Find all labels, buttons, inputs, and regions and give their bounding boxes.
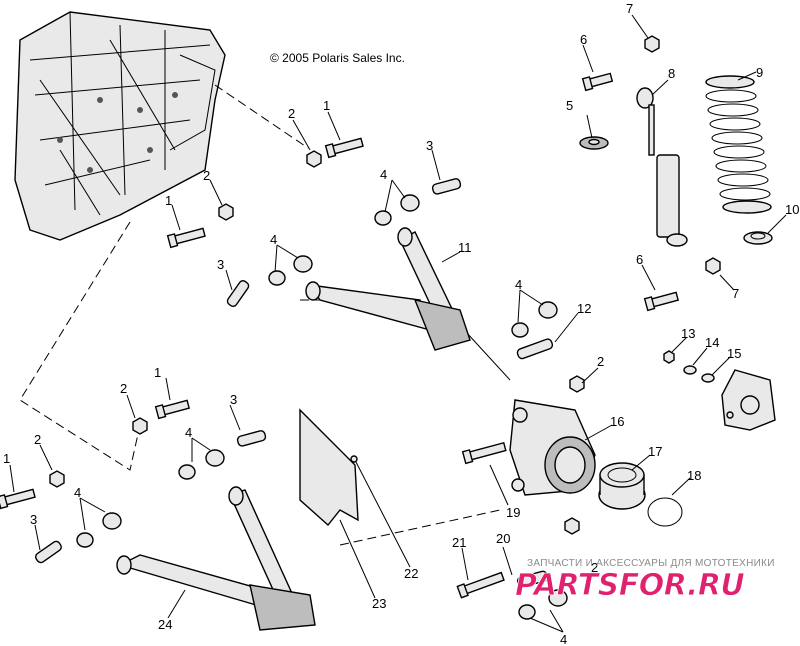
- skid-plate: [299, 408, 359, 527]
- callout-1: 1: [154, 365, 161, 380]
- callout-23: 23: [372, 596, 386, 611]
- callout-10: 10: [785, 202, 799, 217]
- snap-ring: [647, 497, 683, 527]
- callout-2: 2: [591, 560, 598, 575]
- sleeves: [35, 178, 554, 588]
- callout-1: 1: [3, 451, 10, 466]
- bolts: [0, 72, 680, 599]
- callout-2: 2: [34, 432, 41, 447]
- callout-13: 13: [681, 326, 695, 341]
- coil-spring: [705, 75, 772, 214]
- callout-1: 1: [323, 98, 330, 113]
- callout-4: 4: [270, 232, 277, 247]
- callout-2: 2: [288, 106, 295, 121]
- shock-absorber: [636, 87, 688, 247]
- callout-4: 4: [380, 167, 387, 182]
- upper-control-arm: [305, 227, 471, 351]
- bearing: [598, 462, 646, 510]
- callout-21: 21: [452, 535, 466, 550]
- brake-caliper: [721, 369, 776, 431]
- callout-3: 3: [30, 512, 37, 527]
- callout-22: 22: [404, 566, 418, 581]
- callout-labels: 1 1 1 1 2 2 2 2 2 2 3 3 3 3 4 4 4 4 4 4 …: [3, 1, 799, 646]
- washer: [579, 136, 609, 150]
- callout-2: 2: [597, 354, 604, 369]
- bushings: [76, 194, 568, 620]
- callout-16: 16: [610, 414, 624, 429]
- callout-3: 3: [217, 257, 224, 272]
- callout-7: 7: [626, 1, 633, 16]
- callout-6: 6: [580, 32, 587, 47]
- callout-4: 4: [560, 632, 567, 646]
- frame-assembly: [14, 11, 226, 241]
- callout-8: 8: [668, 66, 675, 81]
- callout-19: 19: [506, 505, 520, 520]
- watermark: ЗАПЧАСТИ И АКСЕССУАРЫ ДЛЯ МОТОТЕХНИКИ PA…: [515, 558, 775, 603]
- spring-retainer: [743, 231, 773, 245]
- callout-15: 15: [727, 346, 741, 361]
- watermark-tagline: ЗАПЧАСТИ И АКСЕССУАРЫ ДЛЯ МОТОТЕХНИКИ: [527, 558, 775, 569]
- nuts: [49, 35, 721, 535]
- copyright-text: © 2005 Polaris Sales Inc.: [270, 51, 405, 65]
- callout-1: 1: [165, 193, 172, 208]
- callout-5: 5: [566, 98, 573, 113]
- callout-2: 2: [120, 381, 127, 396]
- callout-4: 4: [515, 277, 522, 292]
- callout-17: 17: [648, 444, 662, 459]
- callout-4: 4: [74, 485, 81, 500]
- leader-lines: [9, 14, 787, 633]
- callout-7: 7: [732, 286, 739, 301]
- callout-3: 3: [230, 392, 237, 407]
- callout-24: 24: [158, 617, 172, 632]
- callout-18: 18: [687, 468, 701, 483]
- callout-12: 12: [577, 301, 591, 316]
- callout-11: 11: [458, 240, 472, 255]
- callout-9: 9: [756, 65, 763, 80]
- callout-20: 20: [496, 531, 510, 546]
- lower-control-arm: [116, 486, 316, 631]
- callout-14: 14: [705, 335, 719, 350]
- callout-6: 6: [636, 252, 643, 267]
- callout-3: 3: [426, 138, 433, 153]
- watermark-logo: PARTSFOR.RU: [515, 568, 744, 603]
- callout-2: 2: [203, 168, 210, 183]
- bearing-carrier: [509, 399, 596, 496]
- callout-4: 4: [185, 425, 192, 440]
